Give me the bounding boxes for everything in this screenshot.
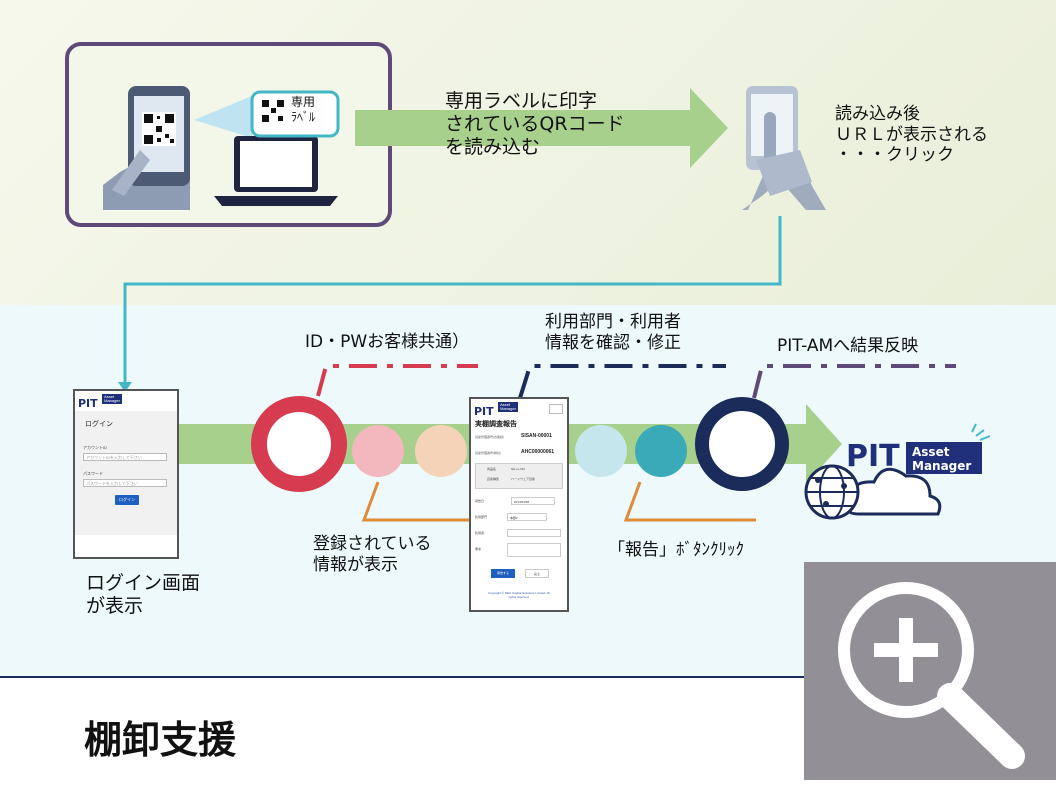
url-connector-line	[123, 216, 782, 384]
login-screen-mock: PIT Asset Manager ログイン アカウントID アカウントIDを入…	[73, 389, 179, 559]
idpw-caption: ID・PWお客様共通）	[305, 332, 470, 352]
internal-label: 資産管理番号(弊社)	[475, 451, 501, 455]
note-label: 備考	[475, 547, 482, 551]
report-footer: Copyright © NEC Capital Solutions Limite…	[488, 591, 550, 600]
callout-line-idpw	[316, 364, 478, 397]
dept-select[interactable]: 本部2	[507, 513, 547, 521]
dedicated-label-icon	[250, 90, 340, 138]
zoom-overlay[interactable]	[804, 562, 1056, 780]
submit-report-button[interactable]: 報告する	[491, 569, 515, 578]
step-dot-teal	[635, 425, 687, 477]
callout-line-report	[623, 481, 756, 522]
menu-icon[interactable]	[549, 404, 563, 414]
connector-arrowhead	[118, 382, 132, 392]
login-button[interactable]: ログイン	[115, 495, 139, 505]
login-logo-main: PIT	[78, 397, 98, 410]
note-textarea[interactable]	[507, 543, 561, 557]
logo-main-text: PIT	[846, 439, 900, 474]
hand-phone-icon	[103, 86, 190, 210]
scan-caption: 専用ラベルに印字 されているQRコード を読み込む	[445, 90, 625, 159]
return-button[interactable]: 戻る	[525, 569, 549, 578]
user-input[interactable]	[507, 529, 561, 537]
confirm-caption: 利用部門・利用者 情報を確認・修正	[545, 312, 681, 353]
category-label: 資産種別	[487, 477, 500, 481]
scan-arrow	[355, 88, 728, 168]
date-label: 報告日	[475, 499, 485, 503]
user-label: 利用者	[475, 531, 485, 535]
product-label: 商品名	[487, 467, 497, 471]
login-shown-caption: ログイン画面 が表示	[86, 572, 201, 618]
step-dot-lightblue	[575, 425, 627, 477]
product-box	[475, 463, 563, 489]
report-logo: PIT Asset Manager	[474, 402, 564, 418]
password-label: パスワード	[83, 471, 103, 476]
callout-line-registered	[361, 481, 470, 522]
step-ring-login	[251, 396, 347, 492]
login-logo: PIT Asset Manager	[78, 394, 174, 410]
category-value: ハードウェア資産	[511, 477, 536, 481]
globe-cloud-icon	[804, 464, 942, 520]
pit-asset-manager-logo: PIT Asset Manager	[846, 423, 991, 474]
report-logo-sub: Asset Manager	[498, 402, 518, 412]
step-dot-peach	[415, 425, 467, 477]
dedicated-label-text: 専用 ﾗﾍﾞﾙ	[291, 95, 316, 124]
report-heading: 実棚調査報告	[475, 421, 517, 428]
laptop-icon	[214, 136, 338, 206]
report-screen-mock: PIT Asset Manager 実棚調査報告 資産管理番号(お客様) SIS…	[469, 397, 569, 612]
scan-beam-icon	[194, 96, 252, 138]
callout-line-reflect	[752, 364, 956, 399]
callout-line-confirm	[518, 364, 726, 399]
title-divider	[0, 676, 1056, 678]
password-input[interactable]: パスワードを入力して下さい	[83, 479, 167, 487]
login-heading: ログイン	[85, 421, 113, 428]
internal-value: AHC00000061	[521, 449, 555, 455]
registered-caption: 登録されている 情報が表示	[313, 534, 432, 575]
reflect-caption: PIT-AMへ結果反映	[777, 336, 919, 356]
step-ring-reflect	[695, 397, 789, 491]
asset-label: 資産管理番号(お客様)	[475, 435, 504, 439]
report-logo-main: PIT	[474, 405, 494, 418]
tap-hand-icon	[712, 86, 826, 210]
account-label: アカウントID	[83, 445, 107, 450]
logo-sub-line1: Asset	[912, 445, 950, 459]
date-input[interactable]: 2014/04/28	[511, 497, 555, 505]
account-input[interactable]: アカウントIDを入力して下さい	[83, 453, 167, 461]
page-title: 棚卸支援	[84, 718, 237, 762]
report-click-caption: 「報告」ﾎﾞﾀﾝｸﾘｯｸ	[608, 540, 744, 560]
logo-sub-line2: Manager	[912, 459, 971, 473]
step-dot-pink	[352, 425, 404, 477]
dept-label: 利用部門	[475, 515, 488, 519]
zoom-in-magnifier-icon[interactable]	[838, 582, 974, 718]
asset-value: SISAN-00001	[521, 433, 552, 439]
url-caption: 読み込み後 ＵＲＬが表示される ・・・クリック	[835, 104, 988, 166]
product-value: NH-rs-723	[511, 467, 525, 471]
login-logo-sub: Asset Manager	[102, 394, 122, 404]
